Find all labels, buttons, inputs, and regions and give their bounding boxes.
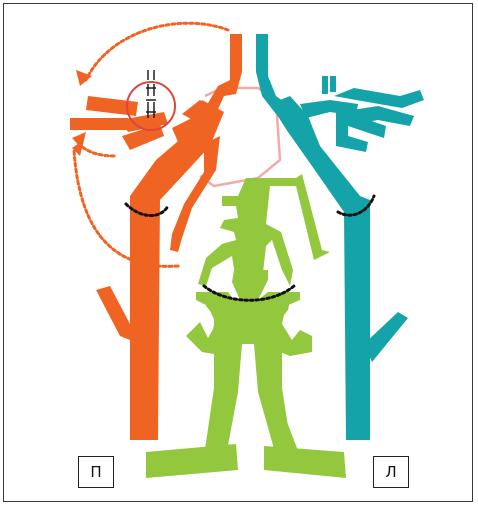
left-side-label: Л (373, 456, 409, 488)
arrow-heads (72, 70, 92, 156)
cut-marks (146, 70, 156, 118)
skeleton-shape (146, 174, 346, 478)
right-side-label: П (78, 456, 114, 488)
